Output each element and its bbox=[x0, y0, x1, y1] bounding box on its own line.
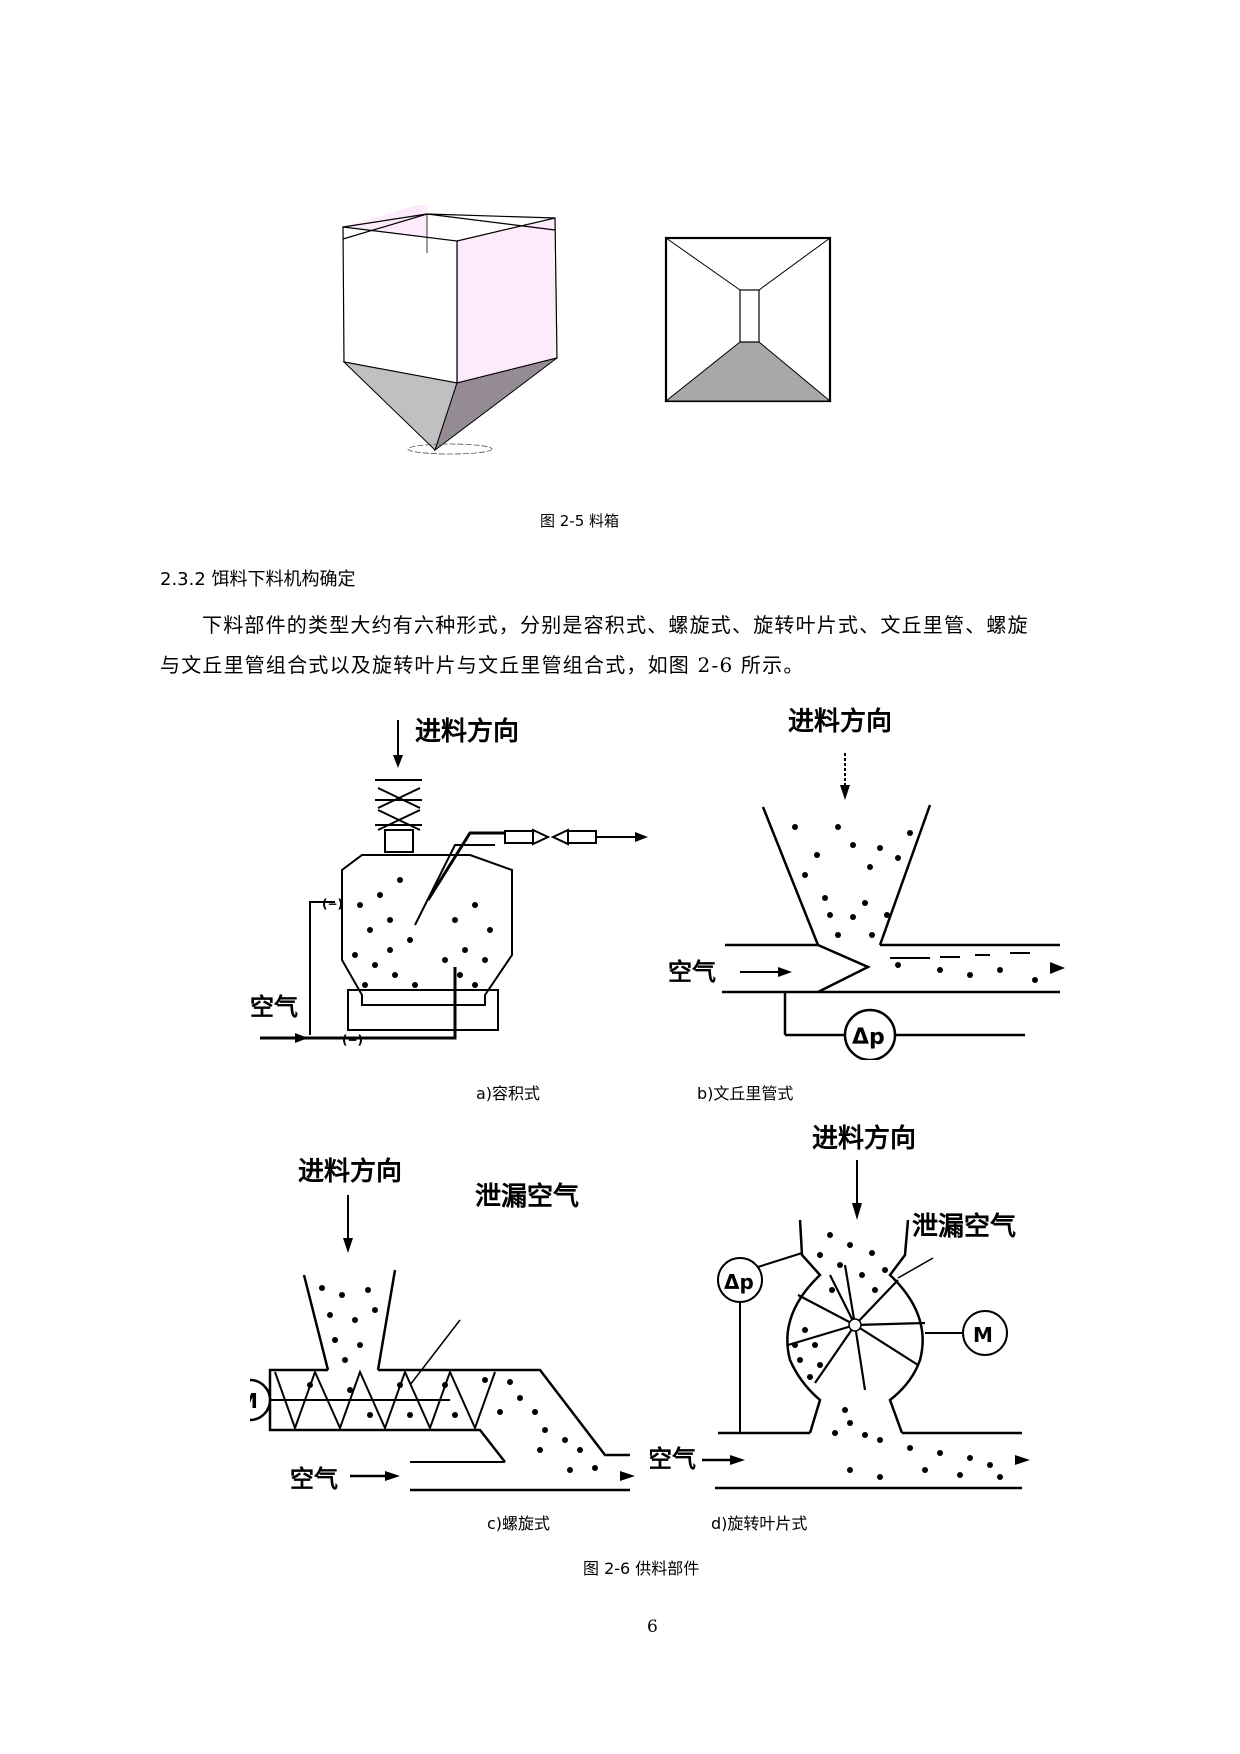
panel-d-label: d)旋转叶片式 bbox=[711, 1514, 808, 1533]
panel-a-volumetric-diagram: 进料方向 (−) (−) 空气 bbox=[250, 716, 648, 1047]
feed-direction-label: 进料方向 bbox=[415, 716, 519, 747]
svg-text:(−): (−) bbox=[322, 897, 343, 911]
delta-p-gauge: Δp bbox=[852, 1025, 885, 1050]
panel-b-label: b)文丘里管式 bbox=[697, 1084, 794, 1103]
panel-c-label: c)螺旋式 bbox=[487, 1514, 551, 1533]
panel-d-rotary-vane-diagram: 进料方向 泄漏空气 Δp M 空气 bbox=[650, 1123, 1030, 1490]
hopper-top-view-drawing bbox=[664, 236, 832, 403]
panel-a-label: a)容积式 bbox=[476, 1084, 541, 1103]
leak-air-label: 泄漏空气 bbox=[475, 1181, 579, 1212]
feed-direction-label: 进料方向 bbox=[788, 706, 892, 737]
leak-air-label: 泄漏空气 bbox=[912, 1211, 1016, 1242]
panel-c-screw-diagram: 进料方向 泄漏空气 M 空气 bbox=[250, 1156, 635, 1493]
air-label: 空气 bbox=[290, 1465, 338, 1493]
hopper-isometric-drawing bbox=[342, 205, 558, 455]
motor-icon: M bbox=[250, 1389, 258, 1413]
page-number: 6 bbox=[647, 1617, 658, 1637]
air-label: 空气 bbox=[250, 993, 298, 1021]
figure-2-5-caption: 图 2-5 料箱 bbox=[540, 512, 620, 530]
paragraph-line-1: 下料部件的类型大约有六种形式，分别是容积式、螺旋式、旋转叶片式、文丘里管、螺旋 bbox=[202, 613, 1029, 637]
motor-icon: M bbox=[973, 1323, 993, 1347]
body-paragraph: 下料部件的类型大约有六种形式，分别是容积式、螺旋式、旋转叶片式、文丘里管、螺旋 … bbox=[160, 605, 1080, 685]
feed-direction-label: 进料方向 bbox=[298, 1156, 402, 1187]
figure-2-6-caption: 图 2-6 供料部件 bbox=[583, 1559, 700, 1578]
air-label: 空气 bbox=[650, 1445, 696, 1473]
section-heading: 2.3.2 饵料下料机构确定 bbox=[160, 569, 356, 590]
svg-text:(−): (−) bbox=[342, 1033, 363, 1047]
air-label: 空气 bbox=[668, 958, 716, 986]
paragraph-line-2: 与文丘里管组合式以及旋转叶片与文丘里管组合式，如图 2-6 所示。 bbox=[160, 653, 805, 677]
delta-p-gauge: Δp bbox=[724, 1270, 754, 1294]
feed-direction-label: 进料方向 bbox=[812, 1123, 916, 1154]
panel-b-venturi-diagram: 进料方向 Δp 空气 bbox=[668, 706, 1065, 1060]
